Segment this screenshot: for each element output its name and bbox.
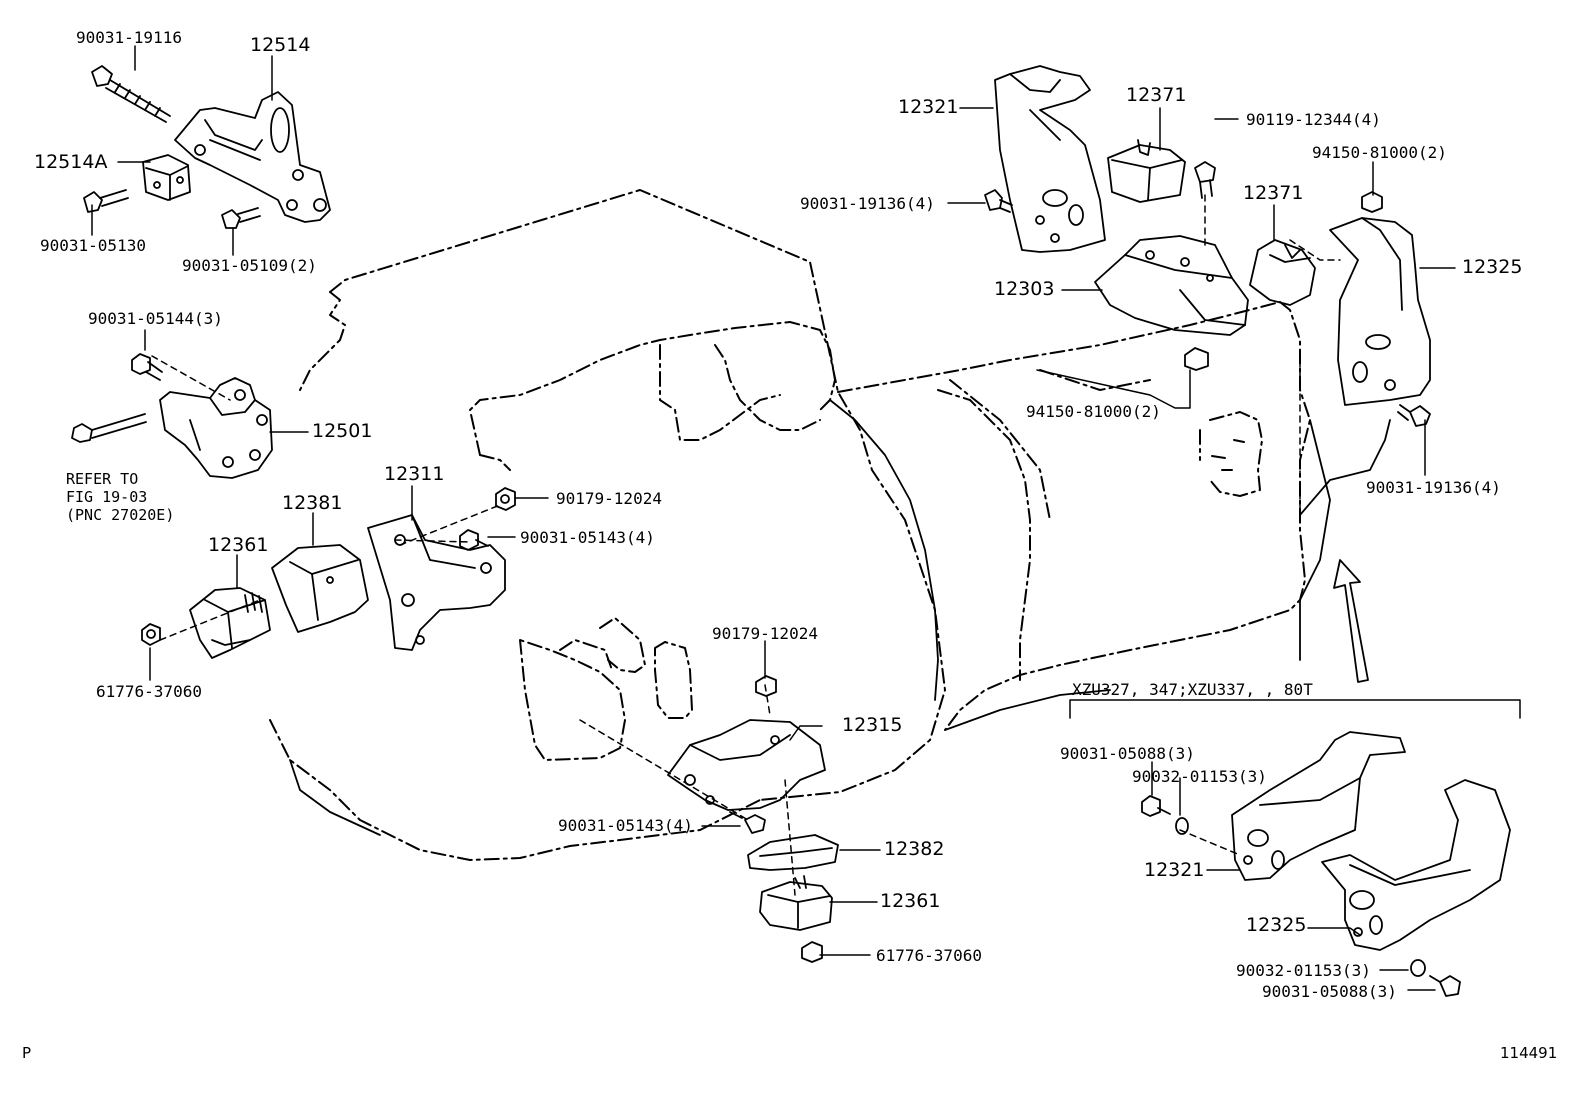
callout-12303: 12303	[994, 278, 1055, 300]
nut-61776-37060-lower	[801, 941, 823, 963]
callout-12382: 12382	[884, 838, 945, 860]
bolt-90031-19136-upper	[984, 189, 1013, 213]
callout-90119-12344: 90119-12344(4)	[1246, 110, 1381, 129]
engine-solid-lines	[289, 399, 1391, 836]
bolt-90031-05143-upper	[459, 529, 489, 551]
insulator-12361-lower	[759, 875, 833, 931]
bolt-90031-05130	[83, 189, 129, 213]
bolt-90031-05088-lower	[1429, 975, 1461, 997]
bolt-90031-19136-lower	[1397, 404, 1431, 427]
callout-12361-lower: 12361	[880, 890, 941, 912]
callout-90031-05130: 90031-05130	[40, 236, 146, 255]
callout-12325-inset: 12325	[1246, 914, 1307, 936]
corner-mark: P	[22, 1044, 32, 1062]
callout-12501: 12501	[312, 420, 373, 442]
bracket-12321	[994, 65, 1106, 253]
washer-90032-01153-lower	[1410, 959, 1426, 977]
callout-90032-01153-lower: 90032-01153(3)	[1236, 961, 1371, 980]
bracket-12311	[367, 514, 506, 651]
long-bolt-refer-fig-19-03	[71, 413, 147, 443]
callout-90031-05143-upper: 90031-05143(4)	[520, 528, 655, 547]
crossmember-12303	[1094, 235, 1249, 336]
bracket-12501	[159, 377, 273, 479]
nut-90179-12024-upper	[495, 487, 516, 511]
figure-number: 114491	[1500, 1044, 1558, 1062]
refer-note-line-1: REFER TO	[66, 470, 139, 488]
washer-90032-01153-upper	[1175, 817, 1189, 835]
callout-90031-05088-upper: 90031-05088(3)	[1060, 744, 1195, 763]
refer-note: REFER TO FIG 19-03 (PNC 27020E)	[66, 470, 174, 524]
bracket-12325	[1329, 217, 1431, 406]
callout-90179-12024-lower: 90179-12024	[712, 624, 818, 643]
callout-90031-05144: 90031-05144(3)	[88, 309, 223, 328]
callout-94150-81000-lower: 94150-81000(2)	[1026, 402, 1161, 421]
bolt-90031-05143-lower	[729, 811, 766, 834]
callout-12381: 12381	[282, 492, 343, 514]
bolt-90031-19116	[91, 65, 171, 123]
spacer-12514A	[142, 154, 191, 201]
nut-61776-37060-left	[141, 623, 161, 646]
pad-12381	[271, 544, 369, 633]
callout-90031-05088-lower: 90031-05088(3)	[1262, 982, 1397, 1001]
callout-94150-81000-upper: 94150-81000(2)	[1312, 143, 1447, 162]
bracket-12315	[667, 719, 826, 811]
callout-90031-19116: 90031-19116	[76, 28, 182, 47]
callout-90032-01153-upper: 90032-01153(3)	[1132, 767, 1267, 786]
nut-90179-12024-lower	[755, 675, 777, 697]
refer-note-line-2: FIG 19-03	[66, 488, 148, 506]
callout-90179-12024-upper: 90179-12024	[556, 489, 662, 508]
callout-61776-37060-left: 61776-37060	[96, 682, 202, 701]
callout-12371-a: 12371	[1126, 84, 1187, 106]
callout-12321-inset: 12321	[1144, 859, 1205, 881]
insulator-12371-b	[1249, 239, 1316, 306]
callout-12361-left: 12361	[208, 534, 269, 556]
bolt-90119-12344	[1194, 161, 1216, 199]
callout-12514: 12514	[250, 34, 311, 56]
variant-caption: XZU327, 347;XZU337, , 80T	[1072, 680, 1313, 699]
inset-bracket-12321	[1231, 731, 1406, 881]
callout-90031-05143-lower: 90031-05143(4)	[558, 816, 693, 835]
callout-12514A: 12514A	[34, 151, 108, 173]
callout-90031-05109: 90031-05109(2)	[182, 256, 317, 275]
callout-90031-19136-lower: 90031-19136(4)	[1366, 478, 1501, 497]
bracket-12514	[174, 91, 331, 223]
inset-bracket-12325	[1321, 779, 1511, 951]
bolt-90031-05088-upper	[1141, 795, 1171, 817]
callout-61776-37060-lower: 61776-37060	[876, 946, 982, 965]
bolt-90031-05109	[221, 207, 261, 229]
view-direction-arrow	[1333, 559, 1369, 683]
nut-94150-81000-lower	[1184, 347, 1209, 371]
callout-12321-upper: 12321	[898, 96, 959, 118]
callout-90031-19136-upper: 90031-19136(4)	[800, 194, 935, 213]
callout-12325-upper: 12325	[1462, 256, 1523, 278]
callout-12371-b: 12371	[1243, 182, 1304, 204]
pad-12382	[747, 834, 839, 871]
callout-12315: 12315	[842, 714, 903, 736]
nut-94150-81000-upper	[1361, 191, 1383, 213]
refer-note-line-3: (PNC 27020E)	[66, 506, 175, 524]
insulator-12361-left	[189, 587, 271, 659]
callout-12311: 12311	[384, 463, 445, 485]
variant-bracket	[1069, 699, 1521, 719]
insulator-12371-a	[1107, 139, 1186, 203]
bolt-90031-05144	[131, 353, 163, 381]
